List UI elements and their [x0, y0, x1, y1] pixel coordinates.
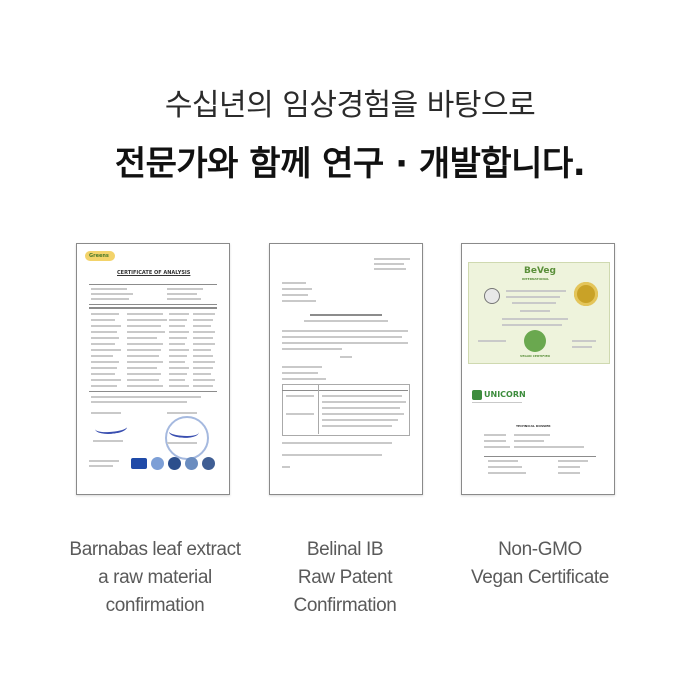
approval-stamp: [165, 416, 209, 460]
gold-seal-icon: [574, 282, 598, 306]
caption-line: Vegan Certificate: [471, 567, 609, 588]
haccp-badge-icon: [151, 457, 164, 470]
vegan-seal-text: VEGAN CERTIFIED: [520, 354, 551, 358]
caption-barnabas-leaf-extract: Barnabas leaf extract a raw material con…: [40, 536, 270, 620]
caption-vegan-certificate: Non-GMO Vegan Certificate: [425, 536, 655, 592]
signature-left: [94, 419, 128, 437]
beveg-logo-text: BeVeg: [524, 266, 556, 276]
heading-title: 전문가와 함께 연구 · 개발합니다.: [114, 144, 586, 184]
caption-line: Non-GMO: [498, 539, 582, 560]
greens-logo-text: Greens: [89, 253, 109, 259]
coa-title: CERTIFICATE OF ANALYSIS: [117, 270, 191, 276]
patent-table: [282, 384, 410, 436]
caption-belinal-ib-patent: Belinal IB Raw Patent Confirmation: [230, 536, 460, 620]
caption-line: Confirmation: [293, 595, 397, 616]
vegan-certified-seal-icon: [524, 330, 546, 352]
caption-line: Belinal IB: [306, 539, 384, 560]
caption-line: confirmation: [105, 595, 205, 616]
unicorn-brand-text: UNICORN: [484, 390, 526, 399]
greens-logo: [85, 251, 115, 261]
beveg-logo-subtext: INTERNATIONAL: [522, 277, 550, 281]
cert-emblem-icon: [484, 288, 500, 304]
heading-subtitle: 수십년의 임상경험을 바탕으로: [164, 88, 536, 123]
fda-badge-icon: [131, 458, 147, 469]
caption-line: a raw material: [98, 567, 212, 588]
raw-patent-document: [269, 243, 423, 495]
caption-line: Barnabas leaf extract: [69, 539, 241, 560]
unicorn-logo-icon: [472, 390, 482, 400]
caption-line: Raw Patent: [297, 567, 393, 588]
technical-dossier-title: TECHNICAL DOSSIER: [516, 424, 551, 428]
kosher-badge-icon: [185, 457, 198, 470]
certificate-of-analysis-document: Greens CERTIFICATE OF ANALYSIS: [76, 243, 230, 495]
halal-badge-icon: [168, 457, 181, 470]
iso-badge-icon: [202, 457, 215, 470]
vegan-certificate-document: BeVeg INTERNATIONAL VEGAN CERTIFIED UNIC…: [461, 243, 615, 495]
